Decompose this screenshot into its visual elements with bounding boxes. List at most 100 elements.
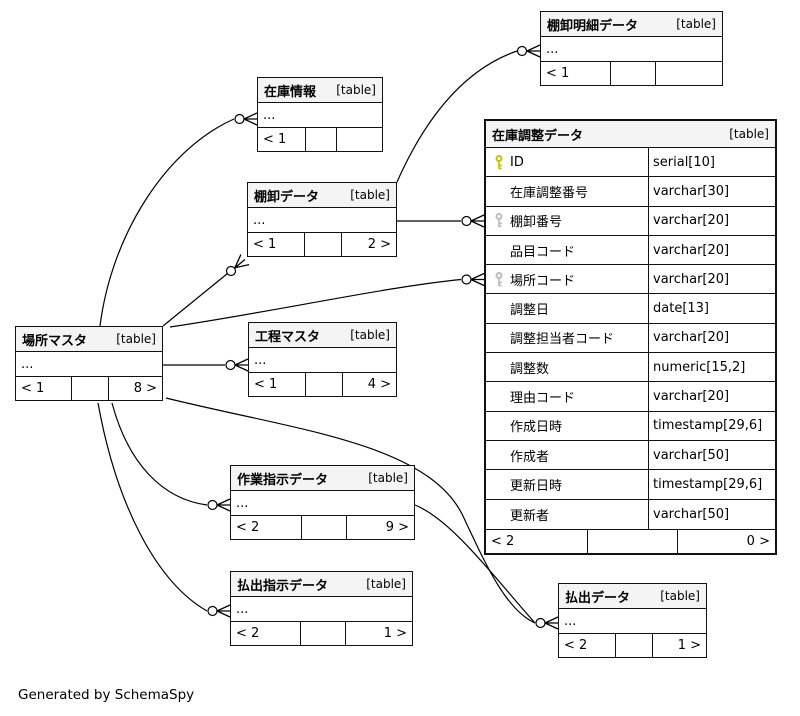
column-name: ID (510, 154, 524, 170)
footer-mid (305, 128, 336, 151)
parent-count: < 1 (253, 237, 277, 252)
column-type: numeric[15,2] (653, 359, 746, 375)
child-count: 0 > (676, 529, 775, 553)
table-header: 場所マスタ [table] (16, 327, 162, 352)
column-type: varchar[20] (653, 389, 730, 405)
collapsed-columns-row: ... (16, 352, 162, 377)
column-row: 調整日 date[13] (486, 294, 775, 324)
table-node-tanaoroshi[interactable]: 棚卸データ [table] ... < 1 2 > (247, 182, 397, 257)
foreign-key-icon (493, 213, 504, 228)
parent-count: < 2 (564, 638, 588, 653)
table-header: 作業指示データ [table] (231, 466, 414, 491)
column-type: timestamp[29,6] (653, 476, 763, 492)
table-node-basho-master[interactable]: 場所マスタ [table] ... < 1 8 > (15, 326, 163, 401)
column-row: 更新日時 timestamp[29,6] (486, 470, 775, 500)
footer-mid (587, 529, 677, 553)
table-header: 棚卸データ [table] (248, 183, 396, 208)
collapsed-columns-row: ... (248, 208, 396, 233)
column-name: 調整数 (510, 361, 550, 377)
table-type-label: [table] (350, 188, 390, 202)
column-name: 作成日時 (510, 420, 563, 436)
column-row: 更新者 varchar[50] (486, 499, 775, 529)
column-name: 品目コード (510, 244, 576, 260)
parent-count: < 1 (21, 381, 45, 396)
child-count: 4 > (341, 373, 396, 396)
generator-credit: Generated by SchemaSpy (18, 687, 195, 703)
table-node-haraidashi[interactable]: 払出データ [table] ... < 2 1 > (558, 583, 707, 658)
table-type-label: [table] (368, 471, 408, 485)
column-row: 場所コード varchar[20] (486, 265, 775, 295)
column-row: 理由コード varchar[20] (486, 382, 775, 412)
table-type-label: [table] (350, 328, 390, 342)
parent-count: < 2 (236, 520, 260, 535)
table-footer: < 1 8 > (16, 377, 162, 400)
column-type: varchar[20] (653, 242, 730, 258)
table-name: 在庫調整データ (492, 128, 584, 144)
child-count (655, 62, 722, 85)
table-node-kotei-master[interactable]: 工程マスタ [table] ... < 1 4 > (248, 322, 397, 397)
table-footer: < 1 2 > (248, 233, 396, 256)
column-row: 作成者 varchar[50] (486, 440, 775, 471)
table-type-label: [table] (366, 577, 406, 591)
table-node-sagyo-shiji[interactable]: 作業指示データ [table] ... < 2 9 > (230, 465, 415, 540)
column-type: varchar[50] (653, 447, 730, 463)
column-type: varchar[30] (653, 183, 730, 199)
parent-count: < 1 (546, 66, 570, 81)
table-name: 払出指示データ (237, 578, 329, 594)
table-name: 作業指示データ (237, 472, 329, 488)
column-name: 更新者 (510, 508, 550, 524)
table-node-tanaoroshi-meisai[interactable]: 棚卸明細データ [table] ... < 1 (540, 11, 723, 86)
foreign-key-icon (493, 271, 504, 287)
collapsed-columns-row: ... (231, 491, 414, 516)
table-header: 払出データ [table] (559, 584, 706, 609)
column-name: 棚卸番号 (510, 215, 563, 231)
table-node-zaiko-joho[interactable]: 在庫情報 [table] ... < 1 (257, 77, 383, 152)
table-name: 棚卸データ (254, 189, 320, 205)
parent-count: < 2 (491, 533, 515, 549)
column-type: varchar[20] (653, 330, 730, 346)
child-count (336, 128, 382, 151)
primary-key-icon (493, 154, 504, 170)
table-node-zaiko-chosei[interactable]: 在庫調整データ [table] ID serial[10] 在庫調整番号 var… (484, 119, 777, 555)
column-row: 在庫調整番号 varchar[30] (486, 177, 775, 207)
child-count: 1 > (345, 622, 412, 645)
child-count: 1 > (651, 634, 706, 657)
table-type-label: [table] (676, 17, 716, 31)
parent-count: < 2 (236, 626, 260, 641)
collapsed-columns-row: ... (231, 597, 412, 622)
table-name: 払出データ (565, 590, 631, 606)
column-type: varchar[50] (653, 506, 730, 522)
footer-mid (609, 62, 655, 85)
table-footer: < 1 (541, 62, 722, 85)
column-name: 調整日 (510, 303, 550, 319)
column-row: 調整数 numeric[15,2] (486, 353, 775, 383)
table-header: 払出指示データ [table] (231, 572, 412, 597)
table-header: 在庫情報 [table] (258, 78, 382, 103)
table-name: 工程マスタ (255, 329, 321, 345)
table-footer: < 2 0 > (486, 528, 775, 553)
column-name: 作成者 (510, 449, 550, 465)
column-name: 場所コード (510, 273, 576, 289)
parent-count: < 1 (263, 132, 287, 147)
table-footer: < 2 1 > (559, 634, 706, 657)
child-count: 2 > (341, 233, 396, 256)
column-row: 作成日時 timestamp[29,6] (486, 411, 775, 441)
collapsed-columns-row: ... (249, 348, 396, 373)
column-name: 調整担当者コード (510, 332, 615, 348)
table-footer: < 1 4 > (249, 373, 396, 396)
child-count: 9 > (346, 516, 414, 539)
footer-mid (299, 622, 345, 645)
footer-mid (71, 377, 108, 400)
column-row: ID serial[10] (486, 148, 775, 178)
table-type-label: [table] (116, 332, 156, 346)
table-name: 場所マスタ (22, 333, 88, 349)
table-type-label: [table] (336, 83, 376, 97)
footer-mid (614, 634, 652, 657)
table-node-haraidashi-shiji[interactable]: 払出指示データ [table] ... < 2 1 > (230, 571, 413, 646)
parent-count: < 1 (254, 377, 278, 392)
footer-mid (304, 233, 341, 256)
table-type-label: [table] (660, 589, 700, 603)
collapsed-columns-row: ... (541, 37, 722, 62)
table-footer: < 2 1 > (231, 622, 412, 645)
